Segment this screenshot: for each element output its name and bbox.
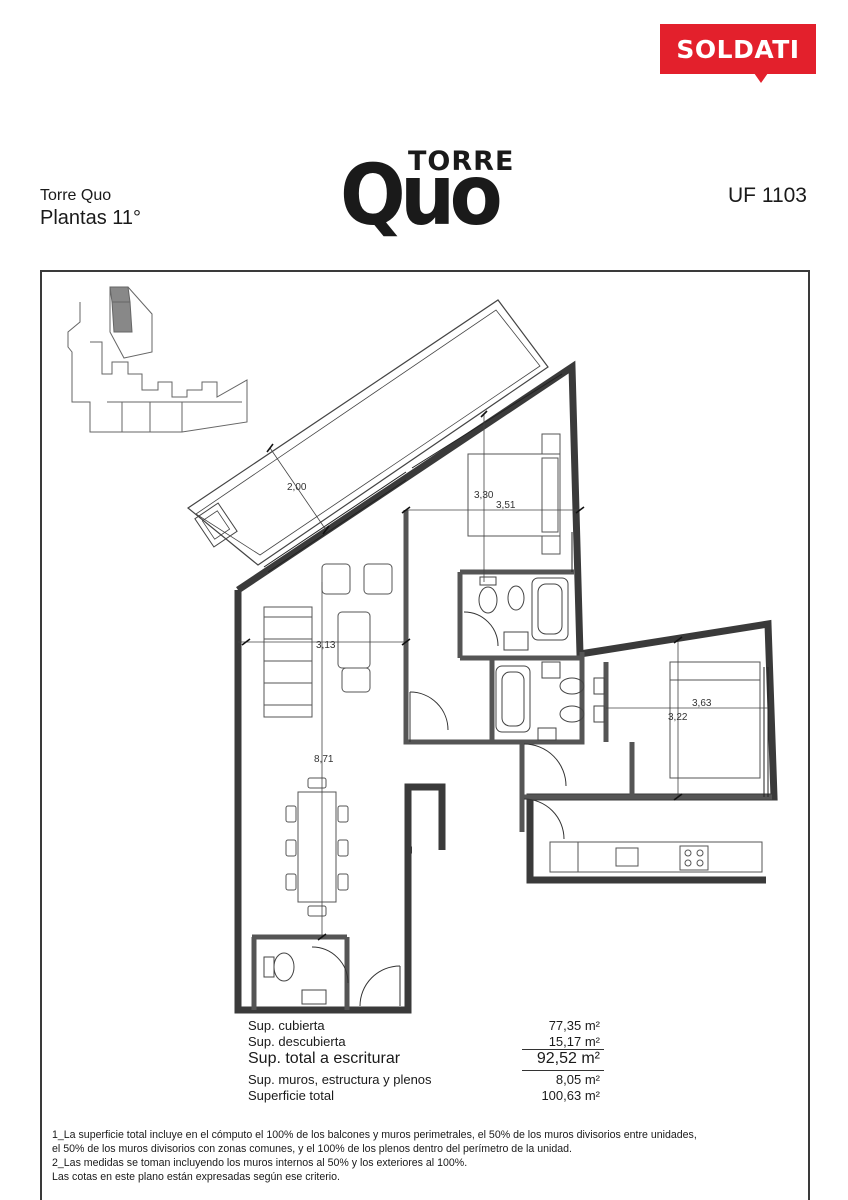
footnote-line: el 50% de los muros divisorios con zonas… — [52, 1143, 572, 1155]
dim-terrace: 2,00 — [287, 482, 307, 493]
furniture — [263, 433, 763, 917]
total-rule — [522, 1070, 604, 1071]
area-label: Sup. cubierta — [248, 1018, 325, 1033]
floor-label: Plantas 11° — [40, 207, 142, 229]
terrace — [186, 299, 549, 566]
interior-walls — [251, 510, 772, 1010]
dimension-lines — [238, 414, 768, 937]
area-row-total: Sup. total a escriturar 92,52 m² — [248, 1050, 608, 1072]
windows — [263, 373, 769, 797]
area-value: 92,52 m² — [536, 1050, 600, 1067]
header-left: Torre Quo Plantas 11° — [40, 186, 141, 230]
key-plan — [67, 286, 248, 433]
area-row: Sup. descubierta 15,17 m² — [248, 1034, 608, 1050]
area-table: Sup. cubierta 77,35 m² Sup. descubierta … — [248, 1018, 608, 1104]
area-label: Sup. muros, estructura y plenos — [248, 1072, 432, 1087]
dim-bedroom1-b: 3,51 — [496, 500, 516, 511]
dim-bedroom2-b: 3,22 — [668, 712, 688, 723]
dim-bedroom1-a: 3,30 — [474, 490, 494, 501]
dim-bedroom2-a: 3,63 — [692, 698, 712, 709]
floor-plan: 2,00 3,30 3,51 3,13 8,71 3,63 3,22 — [67, 286, 778, 1014]
brand-name: SOLDATI — [676, 34, 800, 64]
area-value: 8,05 m² — [555, 1072, 600, 1087]
footnote-line: Las cotas en este plano están expresadas… — [52, 1171, 340, 1183]
area-row: Sup. muros, estructura y plenos 8,05 m² — [248, 1072, 608, 1088]
walls — [234, 360, 778, 1014]
area-row: Superficie total 100,63 m² — [248, 1088, 608, 1104]
area-value: 15,17 m² — [548, 1034, 600, 1049]
dim-living-width: 3,13 — [316, 640, 336, 651]
floor-plan-frame: 2,00 3,30 3,51 3,13 8,71 3,63 3,22 — [40, 270, 810, 1200]
area-value: 77,35 m² — [548, 1018, 600, 1033]
footnotes: 1_La superficie total incluye en el cómp… — [52, 1128, 800, 1184]
footnote-line: 1_La superficie total incluye en el cómp… — [52, 1129, 697, 1141]
area-label: Sup. total a escriturar — [248, 1050, 401, 1067]
subtotal-rule — [522, 1049, 604, 1050]
doors — [311, 611, 567, 1007]
area-value: 100,63 m² — [541, 1088, 600, 1103]
dimension-ticks — [241, 410, 683, 941]
tower-name: Torre Quo — [40, 187, 112, 204]
area-label: Superficie total — [248, 1088, 334, 1103]
soldati-logo: SOLDATI — [660, 24, 816, 74]
dim-living-length: 8,71 — [314, 754, 334, 765]
torre-quo-logo: TORRE Quo — [340, 146, 520, 246]
fixtures — [263, 576, 605, 1005]
logo-torre-text: TORRE — [408, 146, 515, 177]
area-label: Sup. descubierta — [248, 1034, 346, 1049]
footnote-line: 2_Las medidas se toman incluyendo los mu… — [52, 1157, 468, 1169]
logo-quo-text: Quo — [340, 146, 503, 244]
brand-logo-tail — [754, 73, 768, 83]
unit-label: UF 1103 — [728, 184, 807, 207]
area-row: Sup. cubierta 77,35 m² — [248, 1018, 608, 1034]
